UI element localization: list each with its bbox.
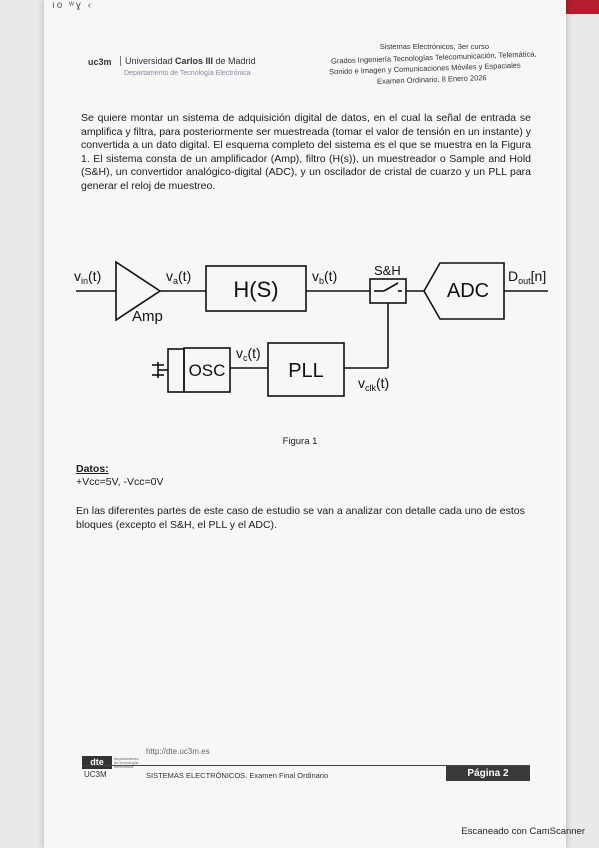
vb-label: vb(t) — [312, 268, 337, 286]
vc-label: vc(t) — [236, 345, 261, 363]
footer-divider — [82, 765, 530, 766]
scan-artifact-text: ıo ʷɣ ‹ — [52, 0, 94, 11]
amp-label: Amp — [132, 308, 163, 325]
osc-label: OSC — [189, 361, 226, 380]
university-name: Universidad Carlos III de Madrid — [120, 56, 256, 66]
page-number-badge: Página 2 — [446, 766, 530, 781]
dout-label: Dout[n] — [508, 268, 546, 286]
datos-values: +Vcc=5V, -Vcc=0V — [76, 476, 164, 488]
vclk-label: vclk(t) — [358, 375, 389, 393]
footer-url: http://dte.uc3m.es — [146, 747, 210, 756]
pll-label: PLL — [288, 360, 324, 382]
filter-label: H(S) — [233, 277, 278, 302]
course-title: Sistemas Electrónicos, 3er curso — [379, 42, 489, 51]
footer-uc3m: UC3M — [84, 770, 107, 779]
footer-subject: SISTEMAS ELECTRÓNICOS. Examen Final Ordi… — [146, 771, 329, 780]
outro-paragraph: En las diferentes partes de este caso de… — [76, 505, 525, 531]
dte-logo-caption: departamento de tecnología electrónica — [114, 756, 139, 769]
filter-block — [205, 265, 307, 312]
intro-paragraph: Se quiere montar un sistema de adquisici… — [81, 112, 531, 192]
adc-label: ADC — [447, 280, 489, 302]
pll-block — [267, 342, 345, 397]
va-label: va(t) — [166, 268, 191, 286]
vin-label: vin(t) — [74, 268, 101, 286]
amplifier-triangle — [115, 260, 162, 322]
dte-logo: dte — [82, 756, 112, 769]
sample-hold-label: S&H — [374, 263, 401, 278]
scanner-watermark: Escaneado con CamScanner — [461, 826, 585, 837]
figure-caption: Figura 1 — [282, 436, 318, 447]
datos-heading: Datos: — [76, 463, 109, 475]
scanned-page — [44, 0, 566, 848]
department-name: Departamento de Tecnología Electrónica — [124, 70, 251, 77]
uc3m-logo: uc3m — [88, 57, 112, 67]
